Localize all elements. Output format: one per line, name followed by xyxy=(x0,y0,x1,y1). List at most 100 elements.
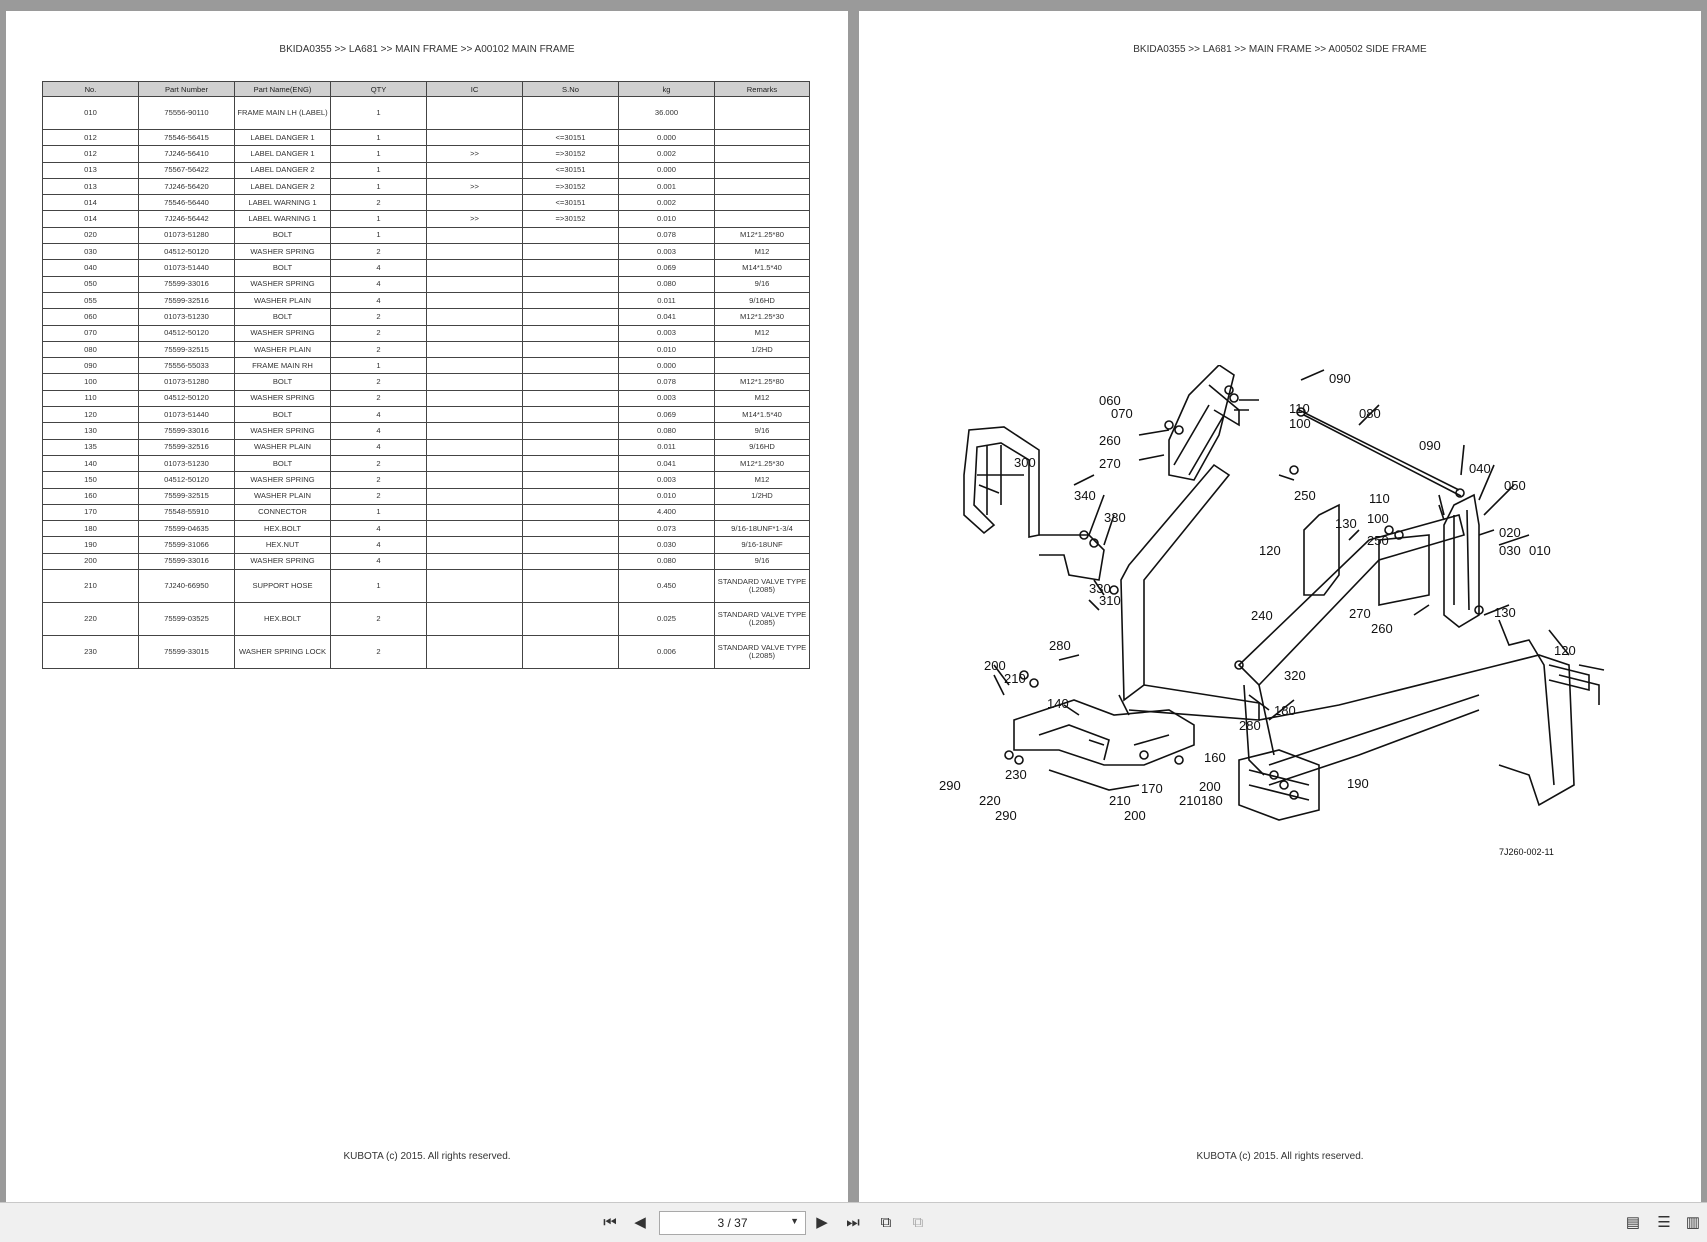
table-cell: 013 xyxy=(42,177,139,196)
table-cell: M12*1.25*30 xyxy=(714,308,810,326)
table-cell: 0.030 xyxy=(618,536,715,554)
table-cell xyxy=(522,373,619,391)
table-cell: WASHER PLAIN xyxy=(234,487,331,505)
table-cell: 01073-51280 xyxy=(138,226,235,245)
table-cell: M12 xyxy=(714,389,810,408)
table-cell xyxy=(522,471,619,489)
compare-button[interactable]: ⧉ xyxy=(908,1212,928,1232)
table-cell: 012 xyxy=(42,128,139,147)
table-cell: 9/16HD xyxy=(714,438,810,456)
table-cell: <=30151 xyxy=(522,161,619,179)
column-header: Part Number xyxy=(138,81,235,97)
table-cell: 0.041 xyxy=(618,454,715,473)
table-cell: 1 xyxy=(330,226,427,245)
table-cell: 0.006 xyxy=(618,635,715,670)
table-cell: 0.080 xyxy=(618,552,715,571)
table-cell xyxy=(522,389,619,408)
last-page-icon: ⏭ xyxy=(846,1213,860,1231)
table-cell: 014 xyxy=(42,194,139,212)
callout-label: 280 xyxy=(1239,718,1261,733)
table-cell: 013 xyxy=(42,161,139,179)
table-cell: 04512-50120 xyxy=(138,389,235,408)
table-cell xyxy=(426,373,523,391)
table-cell: 75599-32516 xyxy=(138,438,235,456)
first-page-icon: ⏮ xyxy=(603,1213,617,1231)
table-cell: 0.010 xyxy=(618,340,715,359)
table-cell xyxy=(426,569,523,604)
table-cell: 210 xyxy=(42,569,139,604)
table-cell xyxy=(426,520,523,538)
table-cell: 9/16HD xyxy=(714,291,810,310)
table-cell xyxy=(522,291,619,310)
table-cell: M12 xyxy=(714,243,810,261)
table-cell xyxy=(426,389,523,408)
table-cell xyxy=(522,422,619,440)
table-cell: <=30151 xyxy=(522,194,619,212)
table-cell: 4 xyxy=(330,422,427,440)
table-cell: 0.000 xyxy=(618,161,715,179)
callout-label: 230 xyxy=(1005,767,1027,782)
callout-label: 330 xyxy=(1089,581,1111,596)
table-cell: 1 xyxy=(330,569,427,604)
table-cell: 0.078 xyxy=(618,373,715,391)
prev-page-icon: ◀ xyxy=(634,1214,646,1231)
page-number-dropdown[interactable]: 3 / 37 ▼ xyxy=(659,1211,806,1235)
table-cell: 014 xyxy=(42,210,139,228)
table-cell xyxy=(426,357,523,375)
table-cell xyxy=(426,552,523,571)
rotate-button[interactable]: ⧉ xyxy=(876,1212,896,1232)
table-cell xyxy=(522,569,619,604)
continuous-view-button[interactable]: ☰ xyxy=(1654,1212,1674,1232)
callout-label: 290 xyxy=(939,778,961,793)
column-header: Part Name(ENG) xyxy=(234,81,331,97)
table-cell: 1 xyxy=(330,357,427,375)
table-cell: 2 xyxy=(330,487,427,505)
table-cell xyxy=(714,145,810,163)
table-cell: 2 xyxy=(330,243,427,261)
left-page: BKIDA0355 >> LA681 >> MAIN FRAME >> A001… xyxy=(6,11,848,1202)
callout-label: 100 xyxy=(1289,416,1311,431)
table-cell xyxy=(426,291,523,310)
chevron-down-icon: ▼ xyxy=(790,1216,799,1226)
callout-label: 210 xyxy=(1109,793,1131,808)
single-page-view-button[interactable]: ▤ xyxy=(1623,1212,1643,1232)
compare-icon: ⧉ xyxy=(912,1213,924,1231)
table-cell xyxy=(714,128,810,147)
table-cell: 0.025 xyxy=(618,602,715,637)
table-cell: LABEL DANGER 1 xyxy=(234,128,331,147)
callout-label: 200 xyxy=(984,658,1006,673)
table-cell: 120 xyxy=(42,406,139,424)
first-page-button[interactable]: ⏮ xyxy=(600,1212,620,1232)
callout-label: 030 xyxy=(1499,543,1521,558)
table-cell: 2 xyxy=(330,389,427,408)
next-page-button[interactable]: ▶ xyxy=(812,1212,832,1232)
table-cell: 7J246-56420 xyxy=(138,177,235,196)
callout-label: 140 xyxy=(1047,696,1069,711)
table-cell: 070 xyxy=(42,324,139,342)
table-cell: 4.400 xyxy=(618,503,715,522)
table-cell: 170 xyxy=(42,503,139,522)
table-cell: BOLT xyxy=(234,373,331,391)
two-page-view-button[interactable]: ▥ xyxy=(1683,1212,1703,1232)
table-cell: 75599-32515 xyxy=(138,487,235,505)
table-cell xyxy=(522,259,619,277)
table-cell: LABEL DANGER 1 xyxy=(234,145,331,163)
table-cell: 2 xyxy=(330,324,427,342)
last-page-button[interactable]: ⏭ xyxy=(843,1212,863,1232)
prev-page-button[interactable]: ◀ xyxy=(630,1212,650,1232)
table-cell: WASHER PLAIN xyxy=(234,340,331,359)
table-cell: M14*1.5*40 xyxy=(714,406,810,424)
table-cell: =>30152 xyxy=(522,145,619,163)
table-cell: 4 xyxy=(330,536,427,554)
table-cell: 75546-56440 xyxy=(138,194,235,212)
callout-label: 070 xyxy=(1111,406,1133,421)
table-cell: 01073-51440 xyxy=(138,259,235,277)
